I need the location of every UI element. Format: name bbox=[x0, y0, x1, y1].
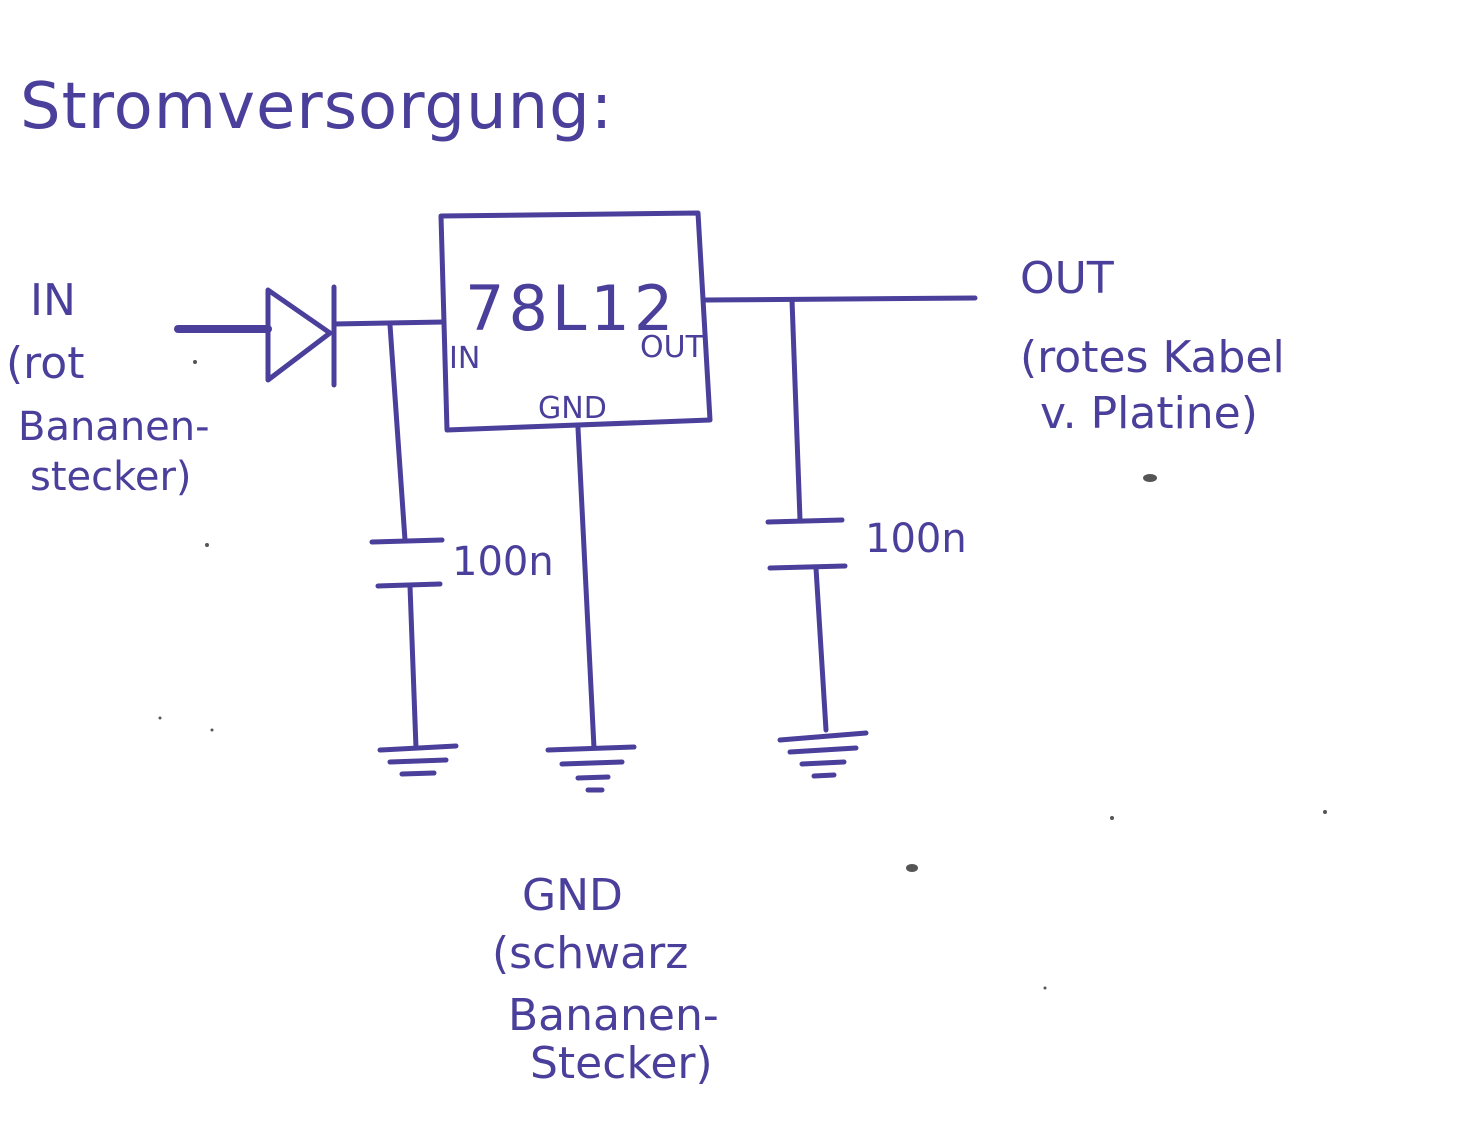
output-label-line-2: (rotes Kabel bbox=[1020, 332, 1285, 383]
ground-symbol-1 bbox=[377, 743, 459, 777]
ground-symbol-3 bbox=[777, 730, 869, 779]
input-capacitor-value: 100n bbox=[452, 539, 554, 585]
input-label-line-4: stecker) bbox=[30, 454, 192, 500]
page-title: Stromversorgung: bbox=[20, 70, 613, 144]
input-label: IN (rot Bananen- stecker) bbox=[6, 275, 210, 500]
output-capacitor bbox=[765, 297, 848, 733]
output-label: OUT (rotes Kabel v. Platine) bbox=[1020, 253, 1285, 439]
voltage-regulator: 78L12 IN OUT GND bbox=[438, 210, 713, 433]
input-label-line-1: IN bbox=[30, 275, 76, 326]
ground-label-line-1: GND bbox=[522, 870, 623, 921]
regulator-pin-out: OUT bbox=[640, 330, 705, 365]
ground-symbol-2 bbox=[545, 744, 637, 793]
ground-label-line-2: (schwarz bbox=[492, 928, 688, 979]
regulator-pin-in: IN bbox=[449, 341, 480, 376]
output-label-line-3: v. Platine) bbox=[1040, 388, 1258, 439]
ground-label-line-3: Bananen- bbox=[508, 990, 719, 1041]
regulator-pin-gnd: GND bbox=[538, 391, 607, 426]
paper-specks bbox=[158, 360, 1327, 990]
diode-symbol bbox=[265, 284, 337, 388]
output-capacitor-value: 100n bbox=[865, 516, 967, 562]
ground-label-line-4: Stecker) bbox=[530, 1038, 713, 1089]
input-label-line-3: Bananen- bbox=[18, 404, 210, 450]
output-wire bbox=[702, 295, 978, 303]
regulator-ground-wire bbox=[575, 425, 597, 751]
ground-label: GND (schwarz Bananen- Stecker) bbox=[492, 870, 719, 1089]
regulator-name: 78L12 bbox=[465, 272, 677, 345]
input-capacitor bbox=[369, 322, 445, 751]
input-label-line-2: (rot bbox=[6, 338, 84, 389]
output-label-line-1: OUT bbox=[1020, 253, 1114, 304]
